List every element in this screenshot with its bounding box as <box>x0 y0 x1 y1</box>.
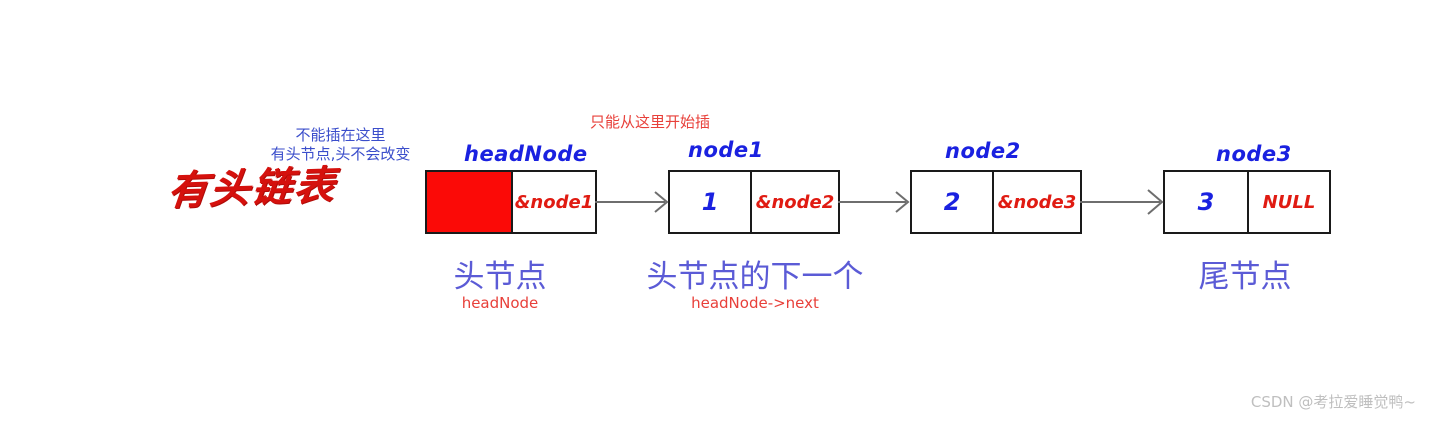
node2-data-cell: 2 <box>943 188 961 216</box>
csdn-watermark: CSDN @考拉爱睡觉鸭~ <box>1250 393 1416 411</box>
annotation-no-insert-line2: 有头节点,头不会改变 <box>270 145 411 163</box>
caption-head-node-cn: 头节点 <box>453 259 547 295</box>
annotation-insert-from-here: 只能从这里开始插 <box>590 113 711 131</box>
caption-head-node-en: headNode <box>461 294 539 312</box>
node1-data-cell: 1 <box>701 188 719 216</box>
caption-tail-node: 尾节点 <box>1130 260 1360 294</box>
node3-data-cell: 3 <box>1197 188 1215 216</box>
node-label-node3: node3 <box>1216 142 1292 166</box>
arrow-node2-to-node3 <box>1080 189 1164 215</box>
node1-pointer-cell: &node2 <box>750 172 838 232</box>
headnode-data-cell <box>427 172 511 232</box>
node-box-node1: 1 &node2 <box>668 170 840 234</box>
node-label-headnode: headNode <box>464 142 588 166</box>
caption-head-node: 头节点 headNode <box>380 260 620 313</box>
annotation-no-insert-here: 不能插在这里 有头节点,头不会改变 <box>243 126 438 164</box>
node-box-node3: 3 NULL <box>1163 170 1331 234</box>
headnode-pointer-cell: &node1 <box>510 172 595 232</box>
node-box-node2: 2 &node3 <box>910 170 1082 234</box>
caption-head-node-next-cn: 头节点的下一个 <box>646 259 864 295</box>
arrow-node1-to-node2 <box>838 191 910 213</box>
arrow-headnode-to-node1 <box>595 191 669 213</box>
node3-pointer-cell: NULL <box>1246 172 1329 232</box>
caption-head-node-next: 头节点的下一个 headNode->next <box>630 260 880 313</box>
diagram-title: 有头链表 <box>165 161 339 215</box>
node2-pointer-cell: &node3 <box>992 172 1080 232</box>
annotation-no-insert-line1: 不能插在这里 <box>295 126 386 144</box>
node-label-node1: node1 <box>688 138 764 162</box>
node-box-headnode: &node1 <box>425 170 597 234</box>
node-label-node2: node2 <box>945 139 1021 163</box>
caption-tail-node-cn: 尾节点 <box>1198 259 1292 295</box>
caption-head-node-next-en: headNode->next <box>691 294 819 312</box>
